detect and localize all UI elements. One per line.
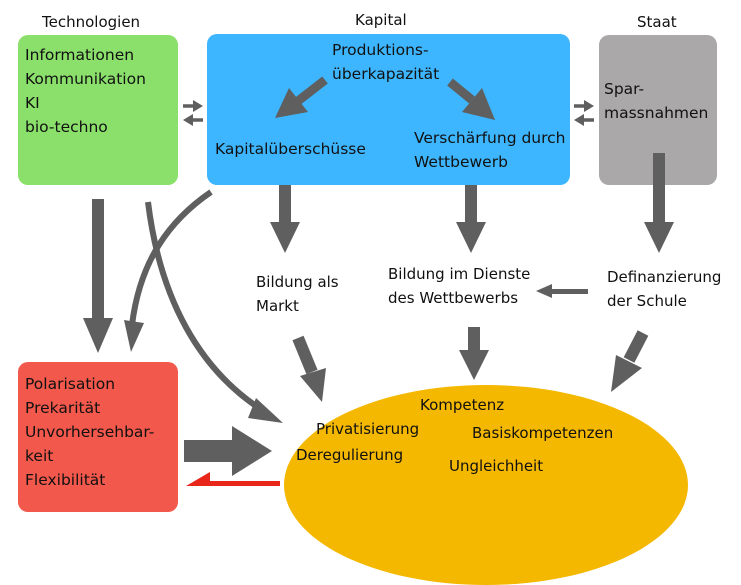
bildung-als-markt-line: Markt: [256, 297, 299, 315]
arrow-tech-to-folgen: [83, 199, 113, 353]
folgen-item: Polarisation: [25, 375, 116, 393]
verschaerfung-line: Wettbewerb: [414, 153, 508, 171]
privatisierung-label: Privatisierung: [316, 420, 420, 438]
arrow-markt-to-bildung: [292, 335, 326, 402]
folgen-item: keit: [25, 447, 54, 465]
arrow-staat-to-kapital: [574, 114, 594, 126]
arrow-kapital-to-tech: [183, 114, 203, 126]
arrow-wettbewerb-to-bildung: [459, 327, 489, 380]
arrow-kapital-to-folgen: [124, 189, 213, 352]
technologien-box: Informationen Kommunikation KI bio-techn…: [18, 35, 178, 185]
tech-item: Kommunikation: [25, 70, 146, 88]
arrow-kapital-to-staat: [574, 100, 594, 112]
arrow-verschaerfung-to-wettbewerb: [456, 185, 486, 253]
arrow-definanzierung-to-bildung: [611, 330, 649, 392]
arrow-ueberkapazitaet-to-verschaerfung: [447, 78, 495, 120]
arrow-definanzierung-to-wettbewerb: [536, 284, 588, 298]
staat-item: Spar-: [604, 80, 645, 98]
staat-item: massnahmen: [604, 104, 709, 122]
bildung-wettbewerb-line: Bildung im Dienste: [388, 265, 531, 283]
bildung-wettbewerb-line: des Wettbewerbs: [388, 289, 519, 307]
arrow-ueberkapazitaet-to-kapitalueberschuesse: [275, 76, 328, 118]
folgen-item: Prekarität: [25, 399, 101, 417]
kapitalueberschuesse-label: Kapitalüberschüsse: [215, 140, 366, 158]
bildung-als-markt-line: Bildung als: [256, 273, 339, 291]
definanzierung-line: der Schule: [607, 292, 687, 310]
arrows-layer: [83, 76, 674, 486]
heading-staat: Staat: [637, 13, 677, 31]
kompetenz-label: Kompetenz: [420, 396, 505, 414]
tech-item: Informationen: [25, 46, 135, 64]
arrow-staat-to-definanzierung: [644, 153, 674, 253]
tech-item: bio-techno: [25, 118, 108, 136]
basiskompetenzen-label: Basiskompetenzen: [472, 424, 614, 442]
deregulierung-label: Deregulierung: [296, 446, 404, 464]
arrow-tech-to-kapital: [183, 100, 203, 112]
kapital-box: Produktions- überkapazität Kapitalübersc…: [207, 34, 570, 185]
kapital-top-line: Produktions-: [332, 41, 429, 59]
tech-item: KI: [25, 94, 40, 112]
arrow-tech-to-bildung: [145, 201, 283, 423]
heading-kapital: Kapital: [355, 11, 407, 29]
staat-box: Spar- massnahmen: [599, 35, 717, 185]
kapital-top-line: überkapazität: [332, 65, 440, 83]
heading-technologien: Technologien: [42, 13, 141, 31]
ungleichheit-label: Ungleichheit: [449, 457, 544, 475]
arrow-kapital-to-markt: [270, 185, 300, 253]
definanzierung-line: Definanzierung: [607, 268, 722, 286]
folgen-item: Flexibilität: [25, 471, 106, 489]
arrow-bildung-to-folgen: [186, 472, 280, 486]
folgen-item: Unvorhersehbar-: [25, 423, 155, 441]
verschaerfung-line: Verschärfung durch: [414, 129, 566, 147]
arrow-folgen-to-bildung: [184, 426, 272, 476]
